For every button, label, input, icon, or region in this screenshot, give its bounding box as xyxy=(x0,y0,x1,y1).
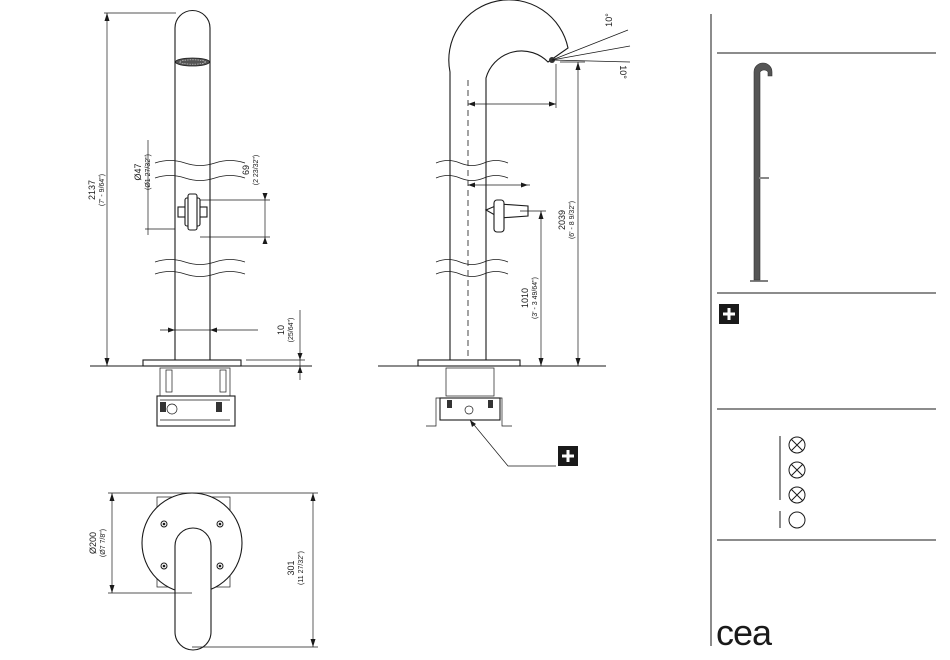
plan-view: Ø200 (Ø7 7/8") 301 (11 27/32") xyxy=(88,493,318,650)
brand-logo[interactable]: cea xyxy=(716,612,773,653)
empty-circle-icon xyxy=(789,512,805,528)
height-value: 2137 xyxy=(87,180,97,200)
height-dimension: 2137 (7' - 9/64") xyxy=(87,13,176,366)
base-plate-side xyxy=(418,360,520,366)
base-value-imperial: (25/64") xyxy=(288,318,295,343)
plan-diameter-value-imperial: (Ø7 7/8") xyxy=(100,529,107,557)
diameter-value: Ø47 xyxy=(133,163,143,180)
brand-logo-text: cea xyxy=(716,612,773,653)
front-view: 2137 (7' - 9/64") Ø47 (Ø1 27/32") 69 (2 … xyxy=(87,11,312,427)
shower-head xyxy=(176,58,210,66)
side-height-value: 2039 xyxy=(557,210,567,230)
handle-value: 69 xyxy=(241,165,251,175)
diameter-dimension: Ø47 (Ø1 27/32") xyxy=(133,140,175,235)
base-plate xyxy=(143,360,241,366)
mounting-kit xyxy=(157,368,235,426)
handle-height-value: 1010 xyxy=(520,288,530,308)
diameter-value-imperial: (Ø1 27/32") xyxy=(145,154,152,190)
cross-circle-icon xyxy=(789,462,805,478)
height-value-imperial: (7' - 9/64") xyxy=(99,174,106,206)
angle-bottom: 10° xyxy=(618,65,628,79)
side-height-value-imperial: (6' - 8 9/32") xyxy=(569,201,576,239)
handle-height-value-imperial: (3' - 3 49/64") xyxy=(532,277,539,319)
plan-spout xyxy=(175,528,211,650)
handle-height-dimension: 1010 (3' - 3 49/64") xyxy=(520,211,546,366)
base-value: 10 xyxy=(276,325,286,335)
angle-top: 10° xyxy=(604,13,614,27)
product-thumbnail xyxy=(750,63,772,281)
side-height-dimension: 2039 (6' - 8 9/32") xyxy=(557,62,585,366)
cross-circle-icon xyxy=(789,487,805,503)
options-plus-icon[interactable] xyxy=(719,304,739,324)
gooseneck-column xyxy=(449,0,568,362)
handle-value-imperial: (2 23/32") xyxy=(253,155,260,186)
detail-plus-icon[interactable] xyxy=(558,446,578,466)
plan-diameter-value: Ø200 xyxy=(88,532,98,554)
cross-circle-icon xyxy=(789,437,805,453)
side-handle xyxy=(486,200,528,232)
side-view: 10° 10° 2039 (6' - 8 9/32") 1010 (3' - 3… xyxy=(378,0,630,466)
legend-symbols xyxy=(780,436,805,528)
info-panel: cea xyxy=(711,14,936,653)
plan-length-value-imperial: (11 27/32") xyxy=(298,551,305,585)
plan-length-value: 301 xyxy=(286,560,296,575)
mounting-kit-side xyxy=(426,368,512,426)
